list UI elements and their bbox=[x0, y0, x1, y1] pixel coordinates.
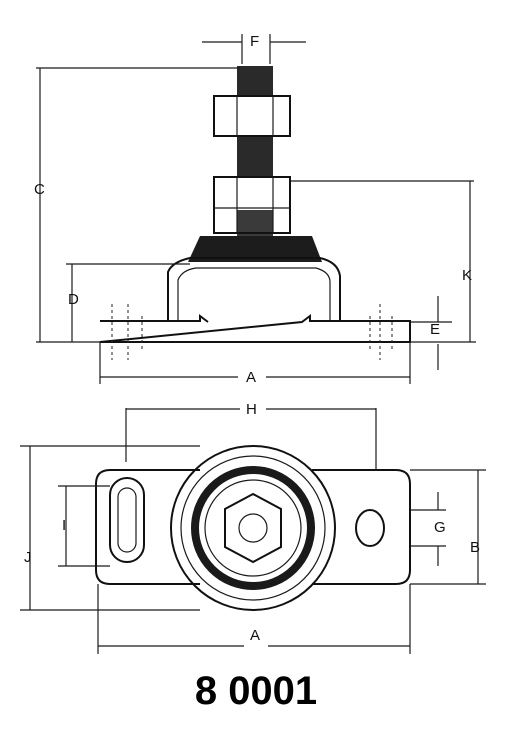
dim-label-a-top: A bbox=[250, 627, 260, 644]
stud-middle bbox=[237, 135, 273, 177]
hex-nut bbox=[224, 492, 282, 564]
part-number: 8 0001 bbox=[195, 669, 317, 713]
top-view-dimensions bbox=[20, 408, 486, 654]
dim-label-h: H bbox=[246, 401, 257, 418]
dim-label-i: I bbox=[62, 517, 66, 534]
housing-body bbox=[167, 257, 341, 322]
dim-label-a-side: A bbox=[246, 369, 256, 386]
lower-nut bbox=[213, 176, 291, 234]
dim-label-b: B bbox=[470, 539, 480, 556]
top-base-plate bbox=[95, 469, 411, 585]
round-hole bbox=[355, 509, 385, 547]
dim-label-f: F bbox=[250, 33, 259, 50]
dim-label-c: C bbox=[34, 181, 45, 198]
rubber-ring bbox=[191, 466, 315, 590]
dim-label-e: E bbox=[430, 321, 440, 338]
dim-label-j: J bbox=[24, 549, 32, 566]
housing-outer bbox=[170, 445, 336, 611]
rubber-cushion bbox=[188, 236, 322, 262]
stud-lower bbox=[237, 210, 273, 236]
side-view bbox=[99, 66, 411, 360]
side-view-dimensions bbox=[36, 34, 476, 384]
stud-top bbox=[237, 66, 273, 96]
slot-hole bbox=[109, 477, 145, 563]
upper-nut bbox=[213, 95, 291, 137]
dim-label-g: G bbox=[434, 519, 446, 536]
dim-label-d: D bbox=[68, 291, 79, 308]
base-plate bbox=[99, 314, 411, 343]
top-view bbox=[95, 445, 411, 611]
dim-label-k: K bbox=[462, 267, 472, 284]
